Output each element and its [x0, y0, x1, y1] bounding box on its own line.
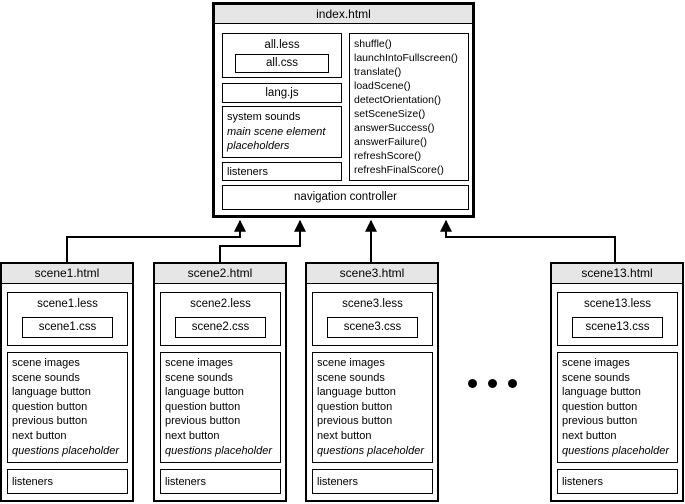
scene-item: previous button	[165, 415, 241, 428]
scene-less-box: scene2.less scene2.css	[160, 292, 281, 346]
scene-title: scene2.html	[155, 264, 285, 284]
scene-item: scene images	[12, 357, 80, 369]
scene-listeners-label: listeners	[12, 476, 53, 488]
ellipsis-dot-3	[508, 379, 517, 388]
lang-js-box: lang.js	[222, 83, 342, 103]
scene-item: scene images	[165, 357, 233, 369]
scene-item: question button	[562, 400, 638, 413]
arrow-scene2	[219, 219, 306, 262]
scene-item: next button	[12, 429, 67, 442]
scene-title: scene13.html	[552, 264, 682, 284]
scene-item: scene sounds	[165, 371, 233, 384]
scene-listeners-label: listeners	[562, 476, 603, 488]
scene-less-label: scene3.less	[342, 298, 403, 310]
function-item: refreshFinalScore()	[354, 164, 444, 176]
scene-item: language button	[317, 386, 396, 399]
all-less-label: all.less	[264, 39, 300, 51]
scene-listeners-label: listeners	[317, 476, 358, 488]
scene-item: next button	[317, 429, 372, 442]
scene-item: question button	[165, 400, 241, 413]
scene-listeners-box: listeners	[7, 469, 128, 494]
function-item: launchIntoFullscreen()	[354, 52, 458, 64]
scene-less-box: scene13.less scene13.css	[557, 292, 678, 346]
function-item: detectOrientation()	[354, 94, 441, 106]
scene-item: previous button	[317, 415, 393, 428]
scene-item: next button	[562, 429, 617, 442]
scene-item: questions placeholder	[317, 444, 425, 457]
scene-item: scene sounds	[317, 371, 385, 384]
scene-less-label: scene13.less	[583, 298, 652, 310]
function-item: translate()	[354, 66, 402, 78]
all-less-box: all.less all.css	[222, 33, 342, 78]
scene-item: question button	[12, 400, 88, 413]
ellipsis-dot-2	[488, 379, 497, 388]
function-item: answerSuccess()	[354, 122, 435, 134]
scene-less-label: scene1.less	[37, 298, 98, 310]
scene-listeners-box: listeners	[312, 469, 433, 494]
scene-item: previous button	[562, 415, 638, 428]
scene-less-label: scene2.less	[190, 298, 251, 310]
index-html-title: index.html	[215, 5, 472, 24]
system-sounds-text: system sounds	[227, 111, 301, 123]
scene-css-box: scene3.css	[327, 317, 418, 338]
scene-less-box: scene3.less scene3.css	[312, 292, 433, 346]
placeholders-text: placeholders	[227, 140, 290, 153]
scene-item: question button	[317, 400, 393, 413]
navigation-controller-box: navigation controller	[222, 185, 469, 210]
scene-listeners-label: listeners	[165, 476, 206, 488]
scene-css-box: scene1.css	[22, 317, 113, 338]
function-item: shuffle()	[354, 38, 392, 50]
all-css-box: all.css	[235, 54, 329, 73]
function-item: answerFailure()	[354, 136, 427, 148]
scene-css-box: scene13.css	[572, 317, 663, 338]
index-listeners-box: listeners	[222, 162, 342, 181]
scene-less-box: scene1.less scene1.css	[7, 292, 128, 346]
arrow-scene1	[66, 219, 246, 262]
scene-item: questions placeholder	[562, 444, 670, 457]
scene-item: next button	[165, 429, 220, 442]
scene-item: language button	[165, 386, 244, 399]
scene-item: scene images	[317, 357, 385, 369]
scene-title: scene1.html	[2, 264, 132, 284]
scene-listeners-box: listeners	[160, 469, 281, 494]
scene-css-box: scene2.css	[175, 317, 266, 338]
scene-item: scene sounds	[562, 371, 630, 384]
scene-title: scene3.html	[307, 264, 437, 284]
scene-item: language button	[562, 386, 641, 399]
function-item: loadScene()	[354, 80, 411, 92]
scene-html-box: scene13.html scene13.less scene13.css sc…	[550, 262, 684, 502]
scene-html-box: scene1.html scene1.less scene1.css scene…	[0, 262, 134, 502]
scene-item: scene images	[562, 357, 630, 369]
index-listeners-label: listeners	[227, 166, 268, 178]
index-html-box: index.html all.less all.css lang.js syst…	[212, 2, 475, 218]
main-scene-element-text: main scene element	[227, 125, 326, 138]
scene-item: language button	[12, 386, 91, 399]
function-item: setSceneSize()	[354, 108, 426, 120]
ellipsis-dot-1	[468, 379, 477, 388]
scene-html-box: scene3.html scene3.less scene3.css scene…	[305, 262, 439, 502]
scene-item: previous button	[12, 415, 88, 428]
scene-item: questions placeholder	[165, 444, 273, 457]
scene-item: questions placeholder	[12, 444, 120, 457]
arrow-scene13	[440, 219, 616, 262]
functions-box: shuffle() launchIntoFullscreen() translate…	[349, 33, 469, 181]
system-box: system sounds main scene element placeho…	[222, 106, 342, 158]
scene-listeners-box: listeners	[557, 469, 678, 494]
function-item: refreshScore()	[354, 150, 422, 162]
scene-html-box: scene2.html scene2.less scene2.css scene…	[153, 262, 287, 502]
scene-item: scene sounds	[12, 371, 80, 384]
